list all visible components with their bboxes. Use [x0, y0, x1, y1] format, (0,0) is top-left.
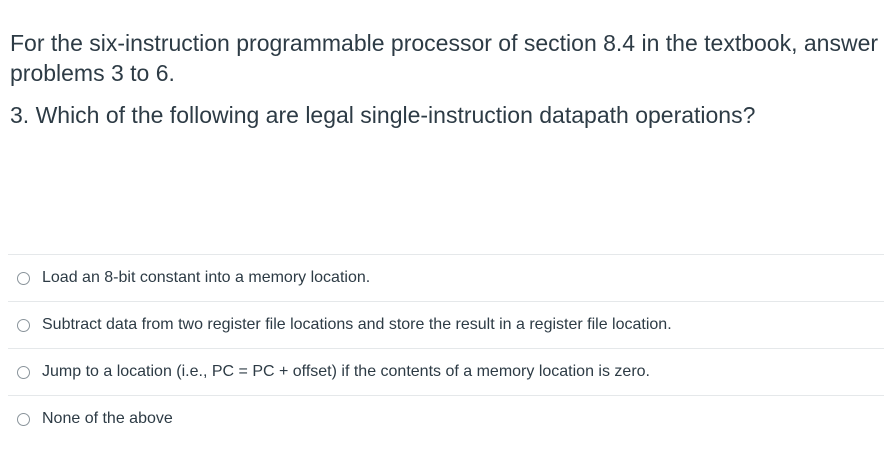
radio-button-1[interactable]	[17, 271, 30, 285]
intro-text: For the six-instruction programmable pro…	[10, 30, 879, 86]
answer-label-4: None of the above	[42, 410, 173, 427]
answer-label-2: Subtract data from two register file loc…	[42, 316, 672, 333]
answer-option-2[interactable]: Subtract data from two register file loc…	[8, 301, 884, 348]
answer-list: Load an 8-bit constant into a memory loc…	[8, 254, 884, 442]
answer-option-4[interactable]: None of the above	[8, 395, 884, 442]
radio-button-3[interactable]	[17, 365, 30, 379]
answer-option-3[interactable]: Jump to a location (i.e., PC = PC + offs…	[8, 348, 884, 395]
answer-label-1: Load an 8-bit constant into a memory loc…	[42, 269, 371, 286]
answer-label-3: Jump to a location (i.e., PC = PC + offs…	[42, 363, 650, 380]
question-text: 3. Which of the following are legal sing…	[10, 102, 756, 128]
radio-button-2[interactable]	[17, 318, 30, 332]
radio-button-4[interactable]	[17, 412, 30, 426]
answer-option-1[interactable]: Load an 8-bit constant into a memory loc…	[8, 254, 884, 301]
